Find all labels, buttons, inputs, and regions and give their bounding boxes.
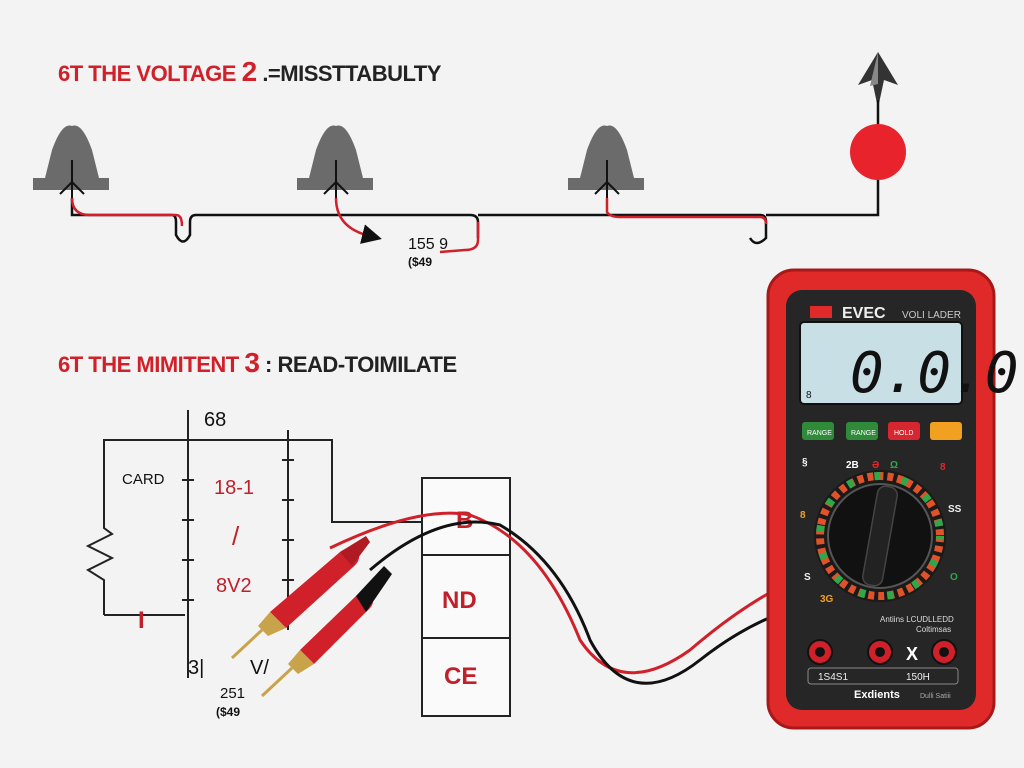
top-circuit: 155 9 ($49 xyxy=(33,52,906,269)
multimeter[interactable]: EVEC VOLI LADER 0.0.0 8 RANGE RANGE HOLD xyxy=(766,268,1019,730)
red-probe[interactable] xyxy=(230,536,370,660)
lcd-display xyxy=(799,321,963,405)
dial-label-2: 2B xyxy=(846,460,859,471)
dial-label-5: 8 xyxy=(940,462,946,473)
meter-brand: EVEC xyxy=(842,305,886,322)
range-button-2[interactable] xyxy=(846,422,878,440)
block-label-2: ND xyxy=(442,587,477,614)
dial-label-7: SS xyxy=(948,504,962,515)
range-button-1-label: RANGE xyxy=(807,430,832,437)
bottom-slash: / xyxy=(232,521,240,551)
heading-mimitent-suffix: : READ-TOIMILATE xyxy=(265,352,457,377)
antenna-symbol-2 xyxy=(297,125,373,198)
black-probe-lead xyxy=(369,520,841,685)
block-label-1: B xyxy=(456,507,473,534)
dial-label-8: S xyxy=(804,572,811,583)
input-jacks: X xyxy=(807,639,957,665)
top-value-sub: ($49 xyxy=(408,255,432,269)
range-button-1[interactable] xyxy=(802,422,834,440)
meter-buttons: RANGE RANGE HOLD xyxy=(802,422,962,440)
card-label: CARD xyxy=(122,471,165,488)
v-label: V/ xyxy=(250,657,269,679)
meter-model-text: VOLI LADER xyxy=(902,310,961,321)
meter-upper-label: Antiins LCUDLLEDD xyxy=(880,615,954,624)
hold-button-label: HOLD xyxy=(894,430,913,437)
bottom-value-2: 8V2 xyxy=(216,575,252,597)
bottom-circuit: 68 CARD 18-1 / 8V2 I 3| V/ 251 ($49 B ND… xyxy=(85,409,841,719)
bottom-left-label: 3| xyxy=(188,657,204,679)
resistor-loop xyxy=(85,439,422,615)
rotary-dial[interactable] xyxy=(814,470,946,602)
heading-mimitent-prefix: 6T THE MIMITENT xyxy=(58,352,239,377)
top-value-main: 155 9 xyxy=(408,236,448,253)
heading-voltage-prefix: 6T THE VOLTAGE xyxy=(58,61,236,86)
block-label-3: CE xyxy=(444,663,477,690)
component-block: B ND CE xyxy=(421,477,511,717)
bottom-top-value: 68 xyxy=(204,409,226,431)
lcd-indicator: 8 xyxy=(806,390,812,401)
dial-label-9: O xyxy=(950,572,958,583)
hold-button[interactable] xyxy=(888,422,920,440)
dial-label-6: 8 xyxy=(800,510,806,521)
red-probe-lead xyxy=(329,511,821,675)
red-node-dot xyxy=(850,124,906,180)
dial-label-10: 3G xyxy=(820,594,834,605)
top-arrow-icon xyxy=(858,52,898,108)
dial-label-1: § xyxy=(802,457,808,468)
bottom-value-sub: ($49 xyxy=(216,705,240,719)
meter-footer-label: Exdients xyxy=(854,689,900,701)
heading-voltage-number: 2 xyxy=(241,56,258,87)
antenna-symbol-3 xyxy=(568,125,644,198)
function-button[interactable] xyxy=(930,422,962,440)
dial-label-3: Ə xyxy=(872,460,879,471)
x-mark: X xyxy=(906,644,918,664)
ground-symbol: I xyxy=(138,607,145,634)
bottom-value-1: 18-1 xyxy=(214,477,254,499)
power-indicator xyxy=(810,306,832,318)
meter-upper-label-2: Coltimsas xyxy=(916,625,951,634)
heading-voltage-suffix: .=MISSTTABULTY xyxy=(262,61,441,86)
heading-mimitent: 6T THE MIMITENT 3 : READ-TOIMILATE xyxy=(58,347,457,379)
meter-footer-small: Dulli Satiii xyxy=(920,693,951,700)
bottom-value-main: 251 xyxy=(220,685,245,702)
dial-knob[interactable] xyxy=(861,485,899,587)
antenna-symbol-1 xyxy=(33,125,109,198)
meter-bottom-right-label: 150H xyxy=(906,672,930,683)
dial-labels: § 2B Ə Ω 8 8 SS S O 3G xyxy=(800,457,962,605)
heading-voltage: 6T THE VOLTAGE 2 .=MISSTTABULTY xyxy=(58,56,441,88)
range-button-2-label: RANGE xyxy=(851,430,876,437)
meter-bottom-left-label: 1S4S1 xyxy=(818,672,848,683)
dial-label-4: Ω xyxy=(890,460,898,471)
black-probe[interactable] xyxy=(260,566,392,698)
heading-mimitent-number: 3 xyxy=(244,347,260,378)
lcd-reading: 0.0.0 xyxy=(850,341,1019,406)
